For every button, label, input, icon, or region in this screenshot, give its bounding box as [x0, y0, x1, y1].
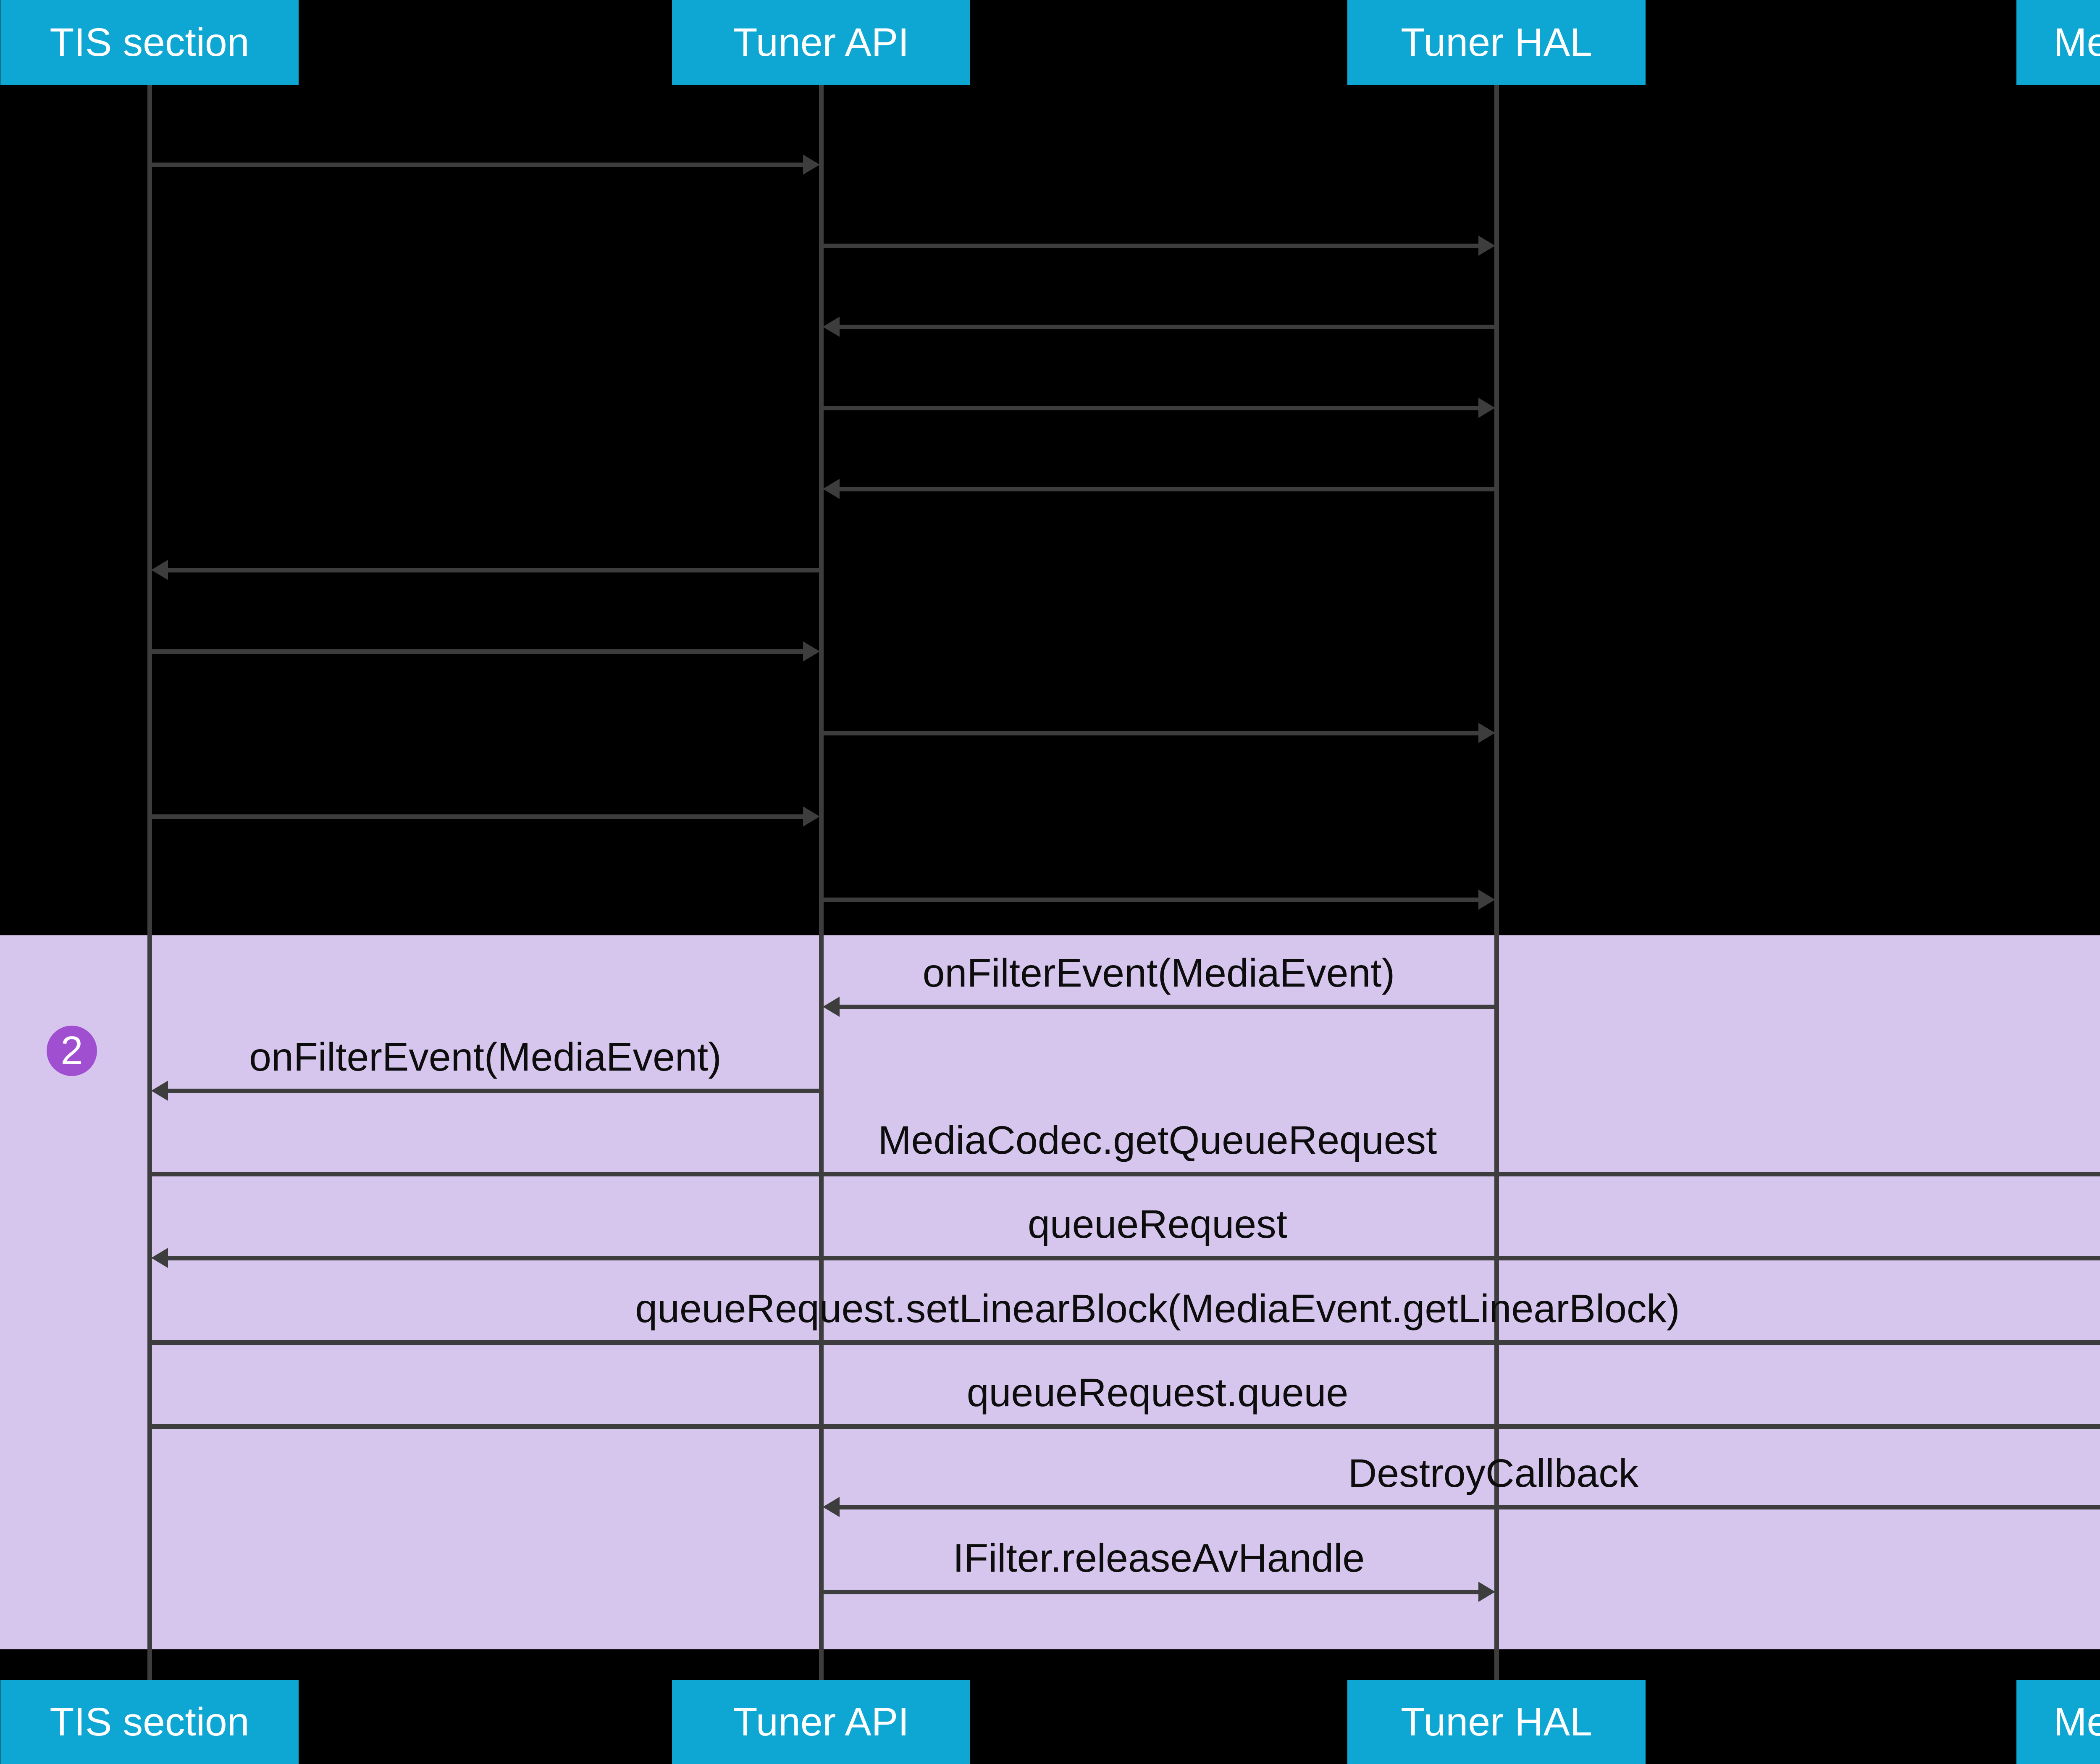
arrowhead-icon — [1478, 890, 1495, 910]
arrowhead-icon — [822, 317, 840, 337]
message-arrow — [164, 567, 821, 572]
arrowhead-icon — [151, 1248, 168, 1268]
message-label: onFilterEvent(MediaEvent) — [249, 1035, 722, 1079]
message-arrow — [164, 1088, 821, 1093]
arrowhead-icon — [803, 806, 820, 827]
step-badge: 2 — [47, 1026, 97, 1076]
message-arrow — [821, 897, 1482, 902]
message-arrow — [835, 486, 1496, 491]
message-arrow — [835, 1004, 1496, 1009]
arrowhead-icon — [151, 560, 168, 580]
arrowhead-icon — [822, 479, 840, 499]
arrowhead-icon — [1478, 1582, 1495, 1602]
participant-header-api-top: Tuner API — [672, 0, 970, 85]
participant-header-hal-bottom: Tuner HAL — [1347, 1680, 1646, 1764]
message-arrow — [835, 1504, 2100, 1509]
participant-header-mc-bottom: MediaCodec — [2016, 1680, 2100, 1764]
message-label: queueRequest.queue — [966, 1370, 1349, 1415]
message-arrow — [821, 243, 1482, 248]
lifeline-api — [819, 85, 824, 1680]
arrowhead-icon — [151, 1081, 168, 1101]
message-arrow — [150, 649, 807, 654]
arrowhead-icon — [1478, 398, 1495, 418]
highlight-region — [0, 935, 2100, 1649]
message-arrow — [821, 405, 1482, 410]
message-label: MediaCodec.getQueueRequest — [878, 1118, 1437, 1163]
arrowhead-icon — [803, 155, 820, 175]
message-label: onFilterEvent(MediaEvent) — [922, 951, 1395, 995]
message-label: DestroyCallback — [1348, 1451, 1639, 1496]
participant-header-api-bottom: Tuner API — [672, 1680, 970, 1764]
participant-header-hal-top: Tuner HAL — [1347, 0, 1646, 85]
arrowhead-icon — [1478, 723, 1495, 743]
message-arrow — [150, 1424, 2100, 1429]
message-label: queueRequest.setLinearBlock(MediaEvent.g… — [635, 1286, 1680, 1331]
participant-header-tis-bottom: TIS section — [0, 1680, 299, 1764]
arrowhead-icon — [803, 641, 820, 662]
arrowhead-icon — [1478, 236, 1495, 256]
message-arrow — [150, 162, 807, 167]
message-label: queueRequest — [1027, 1202, 1287, 1247]
message-arrow — [835, 324, 1496, 329]
message-arrow — [150, 814, 807, 819]
step-badge-label: 2 — [60, 1028, 83, 1073]
participant-header-tis-top: TIS section — [0, 0, 299, 85]
arrowhead-icon — [822, 1497, 840, 1517]
message-label: IFilter.releaseAvHandle — [953, 1536, 1365, 1580]
participant-header-mc-top: MediaCodec — [2016, 0, 2100, 85]
message-arrow — [164, 1255, 2100, 1260]
message-arrow — [150, 1171, 2100, 1176]
message-arrow — [821, 1589, 1482, 1594]
lifeline-tis — [147, 85, 152, 1680]
message-arrow — [150, 1340, 2100, 1345]
lifeline-hal — [1494, 85, 1499, 1680]
message-arrow — [821, 730, 1482, 735]
arrowhead-icon — [822, 997, 840, 1017]
